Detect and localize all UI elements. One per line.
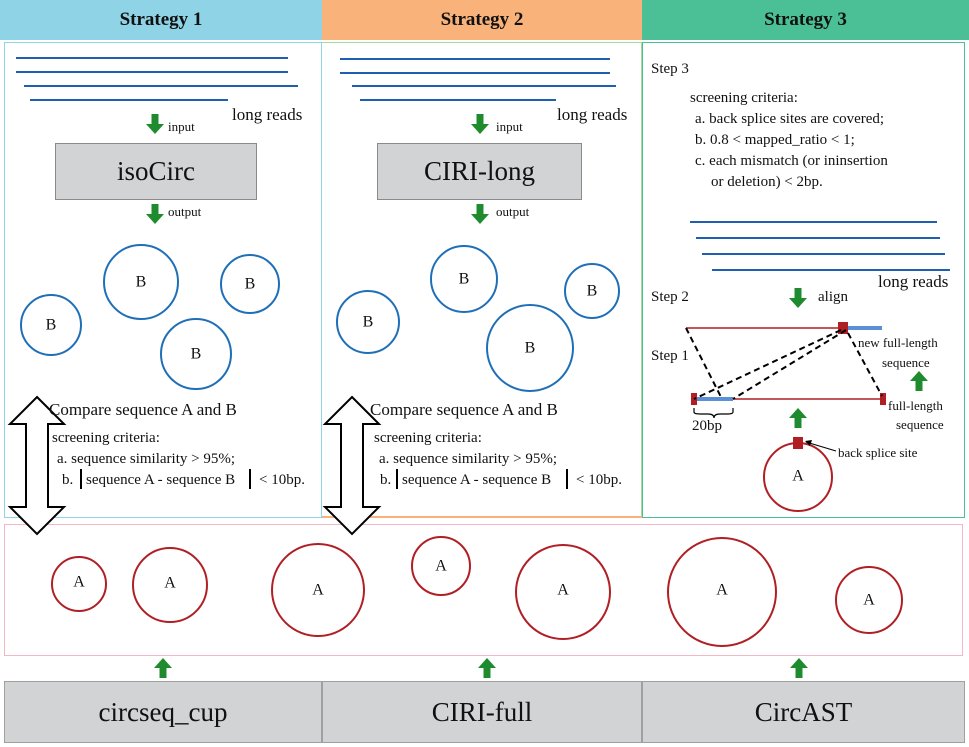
middle-a-circles xyxy=(51,536,903,647)
back-splice-pointer xyxy=(805,441,837,452)
bottom-arrow-3 xyxy=(790,658,808,678)
strategy1-criteria-b-body: sequence A - sequence B xyxy=(86,472,236,488)
bottom-tool-ciri-full: CIRI-full xyxy=(322,681,642,743)
mid-circle-a-2: A xyxy=(164,575,176,592)
strategy3-criteria-b: b. 0.8 < mapped_ratio < 1; xyxy=(695,132,855,148)
circseq-cup-label: circseq_cup xyxy=(98,696,228,727)
ciri-full-label: CIRI-full xyxy=(431,696,533,727)
circle-labels: B B B B B B B B A A A A A A A A xyxy=(46,271,876,609)
s2-circle-b-3: B xyxy=(363,314,374,331)
strategy2-output-label: output xyxy=(496,204,530,219)
middle-panel xyxy=(4,524,963,656)
strategy2-compare-arrow xyxy=(322,395,382,536)
bottom-tool-circseq-cup: circseq_cup xyxy=(4,681,322,743)
mid-circle-a-6: A xyxy=(716,582,728,599)
strategy1-output-label: output xyxy=(168,204,202,219)
bottom-arrow-1 xyxy=(154,658,172,678)
strategy2-criteria-a: a. sequence similarity > 95%; xyxy=(379,451,557,467)
strategy3-step2-label: Step 2 xyxy=(651,289,689,305)
strategy1-input-label: input xyxy=(168,119,195,134)
strategy3-long-reads xyxy=(690,221,950,271)
strategy2-criteria-b-suffix: < 10bp. xyxy=(576,472,622,488)
strategy1-b-circles xyxy=(20,244,280,390)
strategy3-criteria-c1: c. each mismatch (or ininsertion xyxy=(695,153,888,169)
strategy3-panel xyxy=(642,42,965,518)
s1-circle-b-2: B xyxy=(245,276,256,293)
strategy3-step3-label: Step 3 xyxy=(651,61,689,77)
strategy3-20bp-label: 20bp xyxy=(692,418,722,434)
bottom-arrow-2 xyxy=(478,658,496,678)
strategy1-long-reads xyxy=(16,57,298,101)
s2-circle-b-1: B xyxy=(459,271,470,288)
strategy3-criteria-title: screening criteria: xyxy=(690,90,798,106)
strategy3-title: Strategy 3 xyxy=(764,9,847,30)
strategy2-criteria-b-prefix: b. xyxy=(380,472,392,488)
strategy2-panel-bottom xyxy=(322,516,642,518)
s1-circle-b-4: B xyxy=(191,346,202,363)
strategy3-criteria-c2: or deletion) < 2bp. xyxy=(711,174,823,190)
strategy3-full-length-2: sequence xyxy=(896,417,944,432)
mid-circle-a-4: A xyxy=(435,558,447,575)
strategy1-criteria-b-suffix: < 10bp. xyxy=(259,472,305,488)
strategy3-criteria-a: a. back splice sites are covered; xyxy=(695,111,885,127)
strategy1-output-arrow xyxy=(146,204,164,224)
strategy1-header: Strategy 1 xyxy=(0,0,322,40)
strategy2-input-label: input xyxy=(496,119,523,134)
strategy3-long-reads-label: long reads xyxy=(878,272,949,291)
mid-circle-a-7: A xyxy=(863,592,875,609)
strategy1-criteria-title: screening criteria: xyxy=(52,430,160,446)
strategy3-full-length-1: full-length xyxy=(888,398,943,413)
ciri-long-box: CIRI-long xyxy=(377,143,582,200)
strategy2-long-reads xyxy=(340,58,616,101)
strategy3-circle-arrow xyxy=(789,408,807,428)
circast-label: CircAST xyxy=(754,696,853,727)
strategy2-title: Strategy 2 xyxy=(440,9,524,30)
strategy2-long-reads-label: long reads xyxy=(557,105,628,124)
strategy3-align-label: align xyxy=(818,289,848,305)
strategy3-align-arrow xyxy=(789,288,807,308)
s1-circle-b-3: B xyxy=(46,317,57,334)
strategy1-input-arrow xyxy=(146,114,164,134)
strategy2-b-circles xyxy=(336,245,620,392)
strategy1-long-reads-label: long reads xyxy=(232,105,303,124)
strategy2-compare-label: Compare sequence A and B xyxy=(370,400,558,419)
strategy3-back-splice-label: back splice site xyxy=(838,445,918,460)
strategy2-output-arrow xyxy=(471,204,489,224)
isocirc-box: isoCirc xyxy=(55,143,257,200)
strategy3-back-splice-marker xyxy=(793,437,803,449)
mid-circle-a-1: A xyxy=(73,574,85,591)
strategy2-input-arrow xyxy=(471,114,489,134)
strategy3-alignment xyxy=(685,322,886,419)
strategy2-criteria-title: screening criteria: xyxy=(374,430,482,446)
strategy3-header: Strategy 3 xyxy=(642,0,969,40)
ciri-long-label: CIRI-long xyxy=(424,156,535,186)
strategy3-new-full-length-2: sequence xyxy=(882,355,930,370)
strategy2-criteria-b-body: sequence A - sequence B xyxy=(402,472,552,488)
s3-circle-a: A xyxy=(792,468,804,485)
strategy2-header: Strategy 2 xyxy=(322,0,642,40)
strategy1-compare-arrow xyxy=(7,395,67,536)
s2-circle-b-2: B xyxy=(587,283,598,300)
strategy1-criteria-a: a. sequence similarity > 95%; xyxy=(57,451,235,467)
strategy1-panel xyxy=(4,42,322,518)
mid-circle-a-5: A xyxy=(557,582,569,599)
isocirc-label: isoCirc xyxy=(117,156,195,186)
strategy3-new-full-length-1: new full-length xyxy=(858,335,938,350)
bottom-tool-circast: CircAST xyxy=(642,681,965,743)
strategy3-full-length-arrow xyxy=(910,371,928,391)
strategy1-compare-label: Compare sequence A and B xyxy=(49,400,237,419)
strategy3-step1-label: Step 1 xyxy=(651,348,689,364)
s1-circle-b-1: B xyxy=(136,274,147,291)
strategy1-title: Strategy 1 xyxy=(119,9,203,30)
mid-circle-a-3: A xyxy=(312,582,324,599)
strategy1-criteria-b-prefix: b. xyxy=(62,472,74,488)
s2-circle-b-4: B xyxy=(525,340,536,357)
